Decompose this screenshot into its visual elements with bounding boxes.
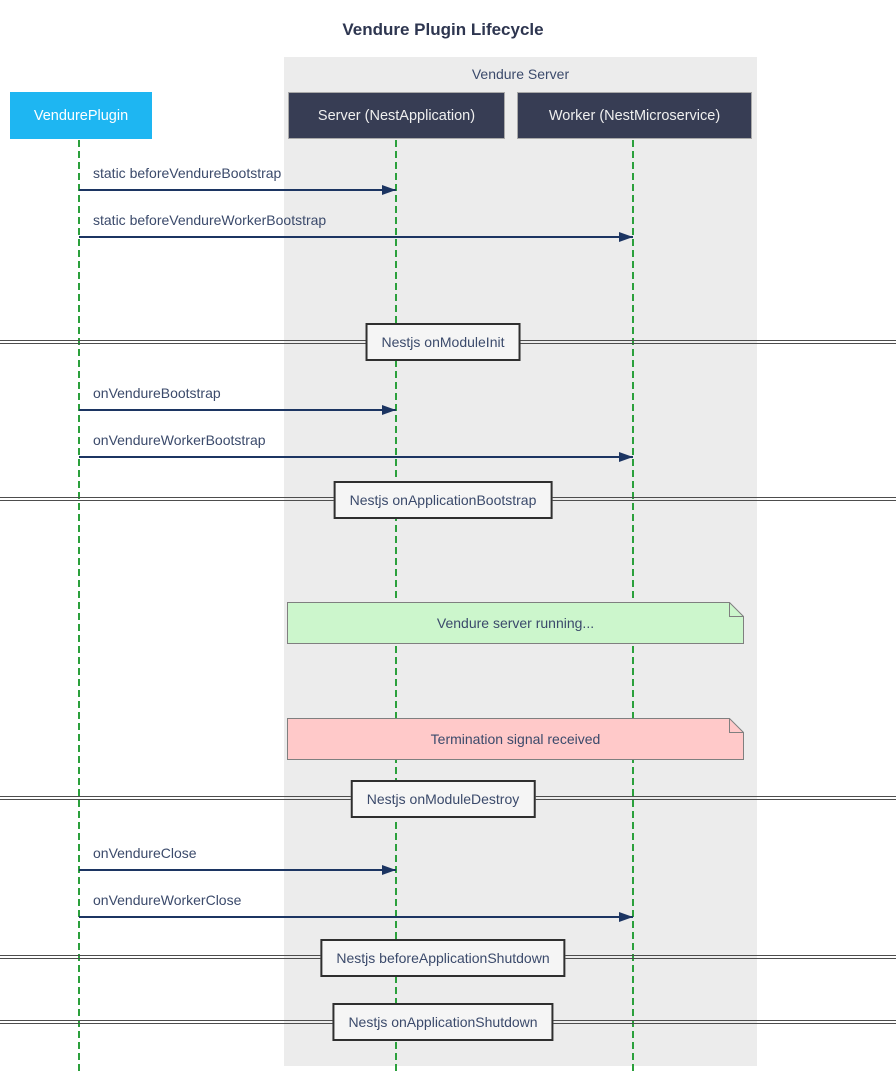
divider-label: Nestjs onModuleInit [381,334,505,350]
arrowhead-icon [382,185,396,195]
note-shape [287,718,744,760]
vendure-server-frame: Vendure Server [284,57,757,1066]
divider-label: Nestjs onApplicationShutdown [348,1014,538,1030]
participant-label: Worker (NestMicroservice) [548,107,721,124]
note-label: Vendure server running... [436,615,595,631]
note-server-running: Vendure server running... [287,602,744,644]
divider-label: Nestjs onApplicationBootstrap [349,492,537,508]
diagram-title: Vendure Plugin Lifecycle [342,20,544,39]
message-arrow [79,185,396,195]
message-label-on-vendure-worker-bootstrap: onVendureWorkerBootstrap [93,432,266,448]
divider-on-application-bootstrap: Nestjs onApplicationBootstrap [333,481,553,519]
divider-before-application-shutdown: Nestjs beforeApplicationShutdown [320,939,566,977]
arrowhead-icon [619,912,633,922]
arrowhead-icon [382,405,396,415]
divider-on-module-destroy: Nestjs onModuleDestroy [350,780,536,818]
message-label-on-vendure-close: onVendureClose [93,845,197,861]
note-shape [287,602,744,644]
note-label: Termination signal received [430,731,601,747]
arrowhead-icon [382,865,396,875]
participant-label: VendurePlugin [33,107,129,124]
arrowhead-icon [619,232,633,242]
divider-label: Nestjs onModuleDestroy [366,791,520,807]
message-label-before-vendure-bootstrap: static beforeVendureBootstrap [93,165,282,181]
arrowhead-icon [619,452,633,462]
message-arrow [79,912,633,922]
divider-label: Nestjs beforeApplicationShutdown [336,950,550,966]
message-arrow [79,865,396,875]
message-arrow [79,405,396,415]
message-label-on-vendure-worker-close: onVendureWorkerClose [93,892,242,908]
note-termination-signal: Termination signal received [287,718,744,760]
message-label-before-vendure-worker-bootstrap: static beforeVendureWorkerBootstrap [93,212,327,228]
message-arrow [79,452,633,462]
participant-vendure-plugin: VendurePlugin [10,92,152,139]
participant-server: Server (NestApplication) [288,92,505,139]
frame-label: Vendure Server [471,66,570,82]
lifeline-vendure-plugin [78,140,80,1074]
message-label-on-vendure-bootstrap: onVendureBootstrap [93,385,221,401]
divider-on-application-shutdown: Nestjs onApplicationShutdown [332,1003,554,1041]
divider-on-module-init: Nestjs onModuleInit [365,323,521,361]
participant-label: Server (NestApplication) [317,107,476,124]
message-arrow [79,232,633,242]
participant-worker: Worker (NestMicroservice) [517,92,752,139]
